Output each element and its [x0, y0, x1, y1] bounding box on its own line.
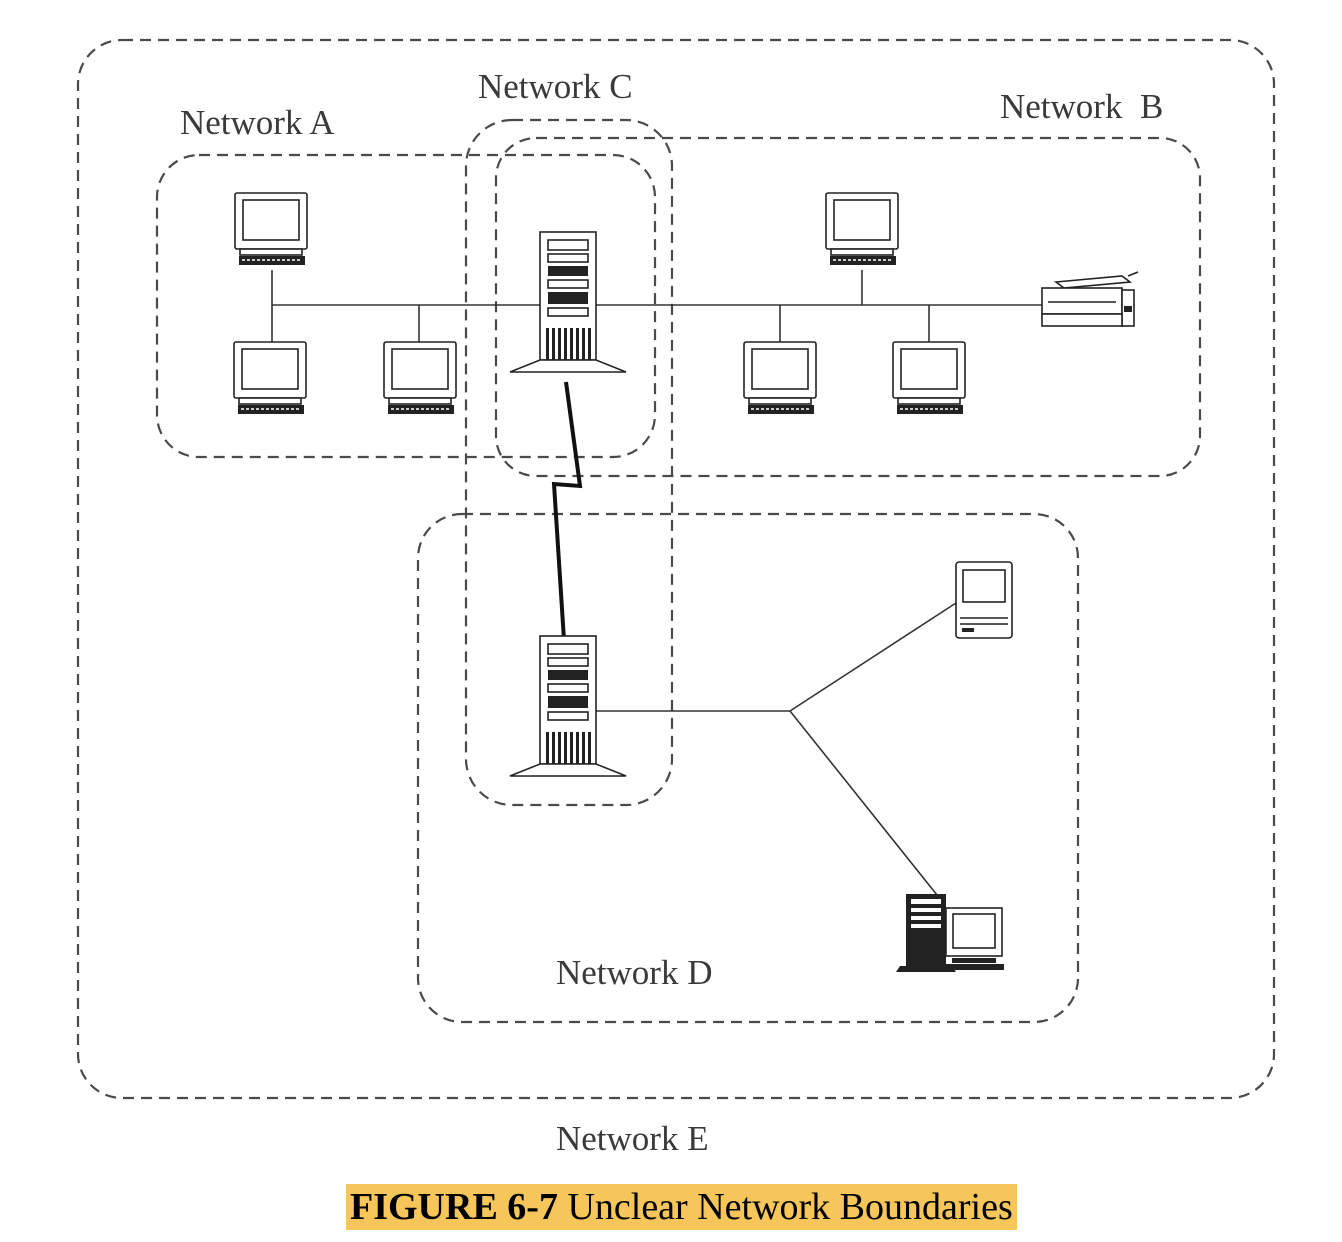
network-c-boundary	[464, 118, 674, 807]
tower-desktop-icon	[895, 893, 1005, 973]
network-e-label: Network E	[556, 1119, 709, 1158]
network-d-label: Network D	[556, 953, 713, 992]
network-a-boundary	[155, 153, 657, 459]
compact-computer-icon	[955, 561, 1013, 639]
network-a-label: Network A	[180, 103, 335, 142]
network-b-label: Network B	[1000, 87, 1163, 126]
figure-number: FIGURE 6-7	[350, 1186, 558, 1228]
workstation-icon	[892, 341, 966, 415]
workstation-icon	[825, 192, 899, 266]
workstation-icon	[234, 192, 308, 266]
network-c-label: Network C	[478, 67, 633, 106]
workstation-icon	[383, 341, 457, 415]
network-e-boundary	[76, 38, 1276, 1100]
figure-caption: FIGURE 6-7 Unclear Network Boundaries	[346, 1184, 1017, 1230]
network-b-boundary	[494, 136, 1202, 478]
network-d-boundary	[416, 512, 1080, 1024]
workstation-icon	[233, 341, 307, 415]
lan-bus	[271, 270, 1045, 342]
network-d-links	[596, 602, 957, 906]
server-tower-icon	[509, 231, 627, 373]
printer-icon	[1041, 271, 1139, 327]
wan-link-icon	[551, 381, 583, 641]
workstation-icon	[743, 341, 817, 415]
server-tower-icon	[509, 635, 627, 777]
figure-title: Unclear Network Boundaries	[557, 1186, 1013, 1228]
